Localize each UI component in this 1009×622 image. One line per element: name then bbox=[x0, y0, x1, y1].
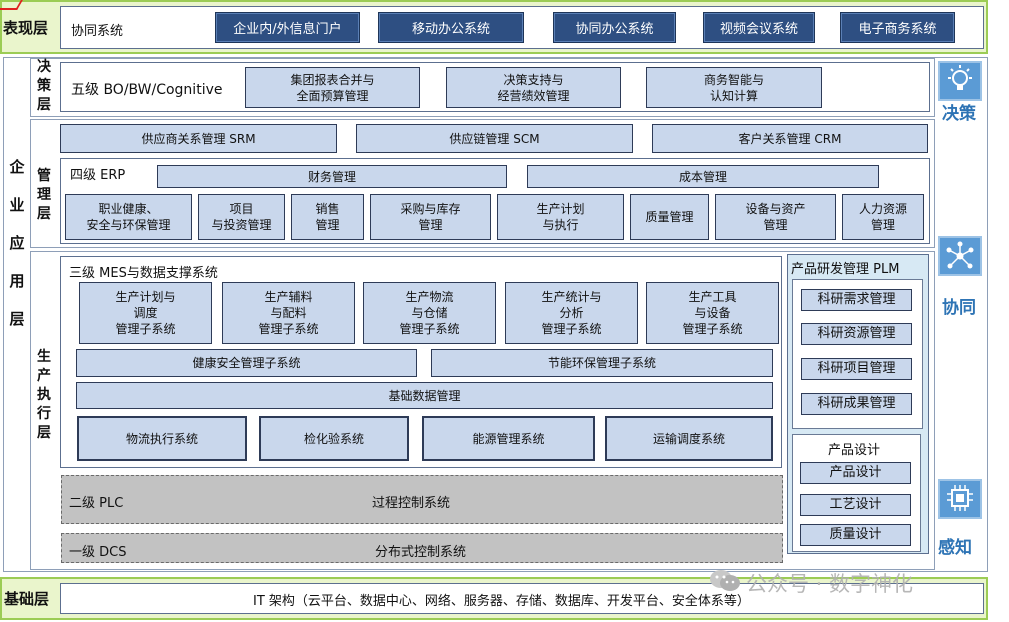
management-layer-label: 管 理 层 bbox=[37, 168, 51, 222]
perception-side-label: 感知 bbox=[938, 538, 972, 558]
collaboration-network-icon bbox=[938, 236, 982, 276]
mes-subsystem-1: 生产计划与 调度 管理子系统 bbox=[79, 282, 212, 344]
srm-box: 供应商关系管理 SRM bbox=[60, 124, 337, 153]
decision-item-2: 决策支持与 经营绩效管理 bbox=[446, 67, 621, 108]
bottom-system-3: 能源管理系统 bbox=[422, 416, 595, 461]
collab-system-label: 协同系统 bbox=[71, 24, 124, 39]
plm-item-4: 科研成果管理 bbox=[801, 393, 912, 415]
portal-box-4: 视频会议系统 bbox=[703, 12, 815, 43]
enterprise-app-label: 企 业 应 用 层 bbox=[9, 158, 25, 328]
decision-side-label: 决策 bbox=[942, 104, 976, 124]
presentation-layer-label: 表现层 bbox=[3, 19, 49, 37]
energy-env-box: 节能环保管理子系统 bbox=[431, 349, 773, 377]
foundation-panel bbox=[60, 583, 984, 614]
plc-level-label: 二级 PLC bbox=[69, 496, 124, 511]
mes-subsystem-3: 生产物流 与仓储 管理子系统 bbox=[363, 282, 496, 344]
design-item-2: 工艺设计 bbox=[800, 494, 911, 516]
plc-band bbox=[61, 475, 783, 524]
plm-item-1: 科研需求管理 bbox=[801, 289, 912, 311]
decision-item-3: 商务智能与 认知计算 bbox=[646, 67, 822, 108]
base-data-box: 基础数据管理 bbox=[76, 382, 773, 409]
mes-subsystem-4: 生产统计与 分析 管理子系统 bbox=[505, 282, 638, 344]
cost-group: 成本管理 bbox=[527, 165, 879, 188]
plm-title: 产品研发管理 PLM bbox=[791, 262, 900, 277]
wechat-logo-icon bbox=[708, 568, 742, 594]
bottom-system-4: 运输调度系统 bbox=[605, 416, 773, 461]
collaboration-side-label: 协同 bbox=[942, 298, 976, 318]
finance-group: 财务管理 bbox=[157, 165, 507, 188]
plm-item-3: 科研项目管理 bbox=[801, 358, 912, 380]
plm-item-2: 科研资源管理 bbox=[801, 323, 912, 345]
erp-item-8: 人力资源 管理 bbox=[842, 194, 924, 240]
erp-level-label: 四级 ERP bbox=[70, 168, 126, 183]
mes-subsystem-2: 生产辅料 与配料 管理子系统 bbox=[222, 282, 355, 344]
portal-box-5: 电子商务系统 bbox=[840, 12, 955, 43]
portal-box-1: 企业内/外信息门户 bbox=[215, 12, 360, 43]
erp-item-4: 采购与库存 管理 bbox=[370, 194, 491, 240]
production-layer-label: 生 产 执 行 层 bbox=[37, 349, 51, 441]
decision-level-label: 五级 BO/BW/Cognitive bbox=[71, 82, 223, 98]
bottom-system-2: 检化验系统 bbox=[259, 416, 409, 461]
plc-system-label: 过程控制系统 bbox=[372, 496, 451, 511]
erp-item-5: 生产计划 与执行 bbox=[497, 194, 624, 240]
dcs-band bbox=[61, 533, 783, 563]
bottom-system-1: 物流执行系统 bbox=[77, 416, 247, 461]
erp-item-1: 职业健康、 安全与环保管理 bbox=[65, 194, 192, 240]
design-title: 产品设计 bbox=[828, 443, 881, 458]
mes-subsystem-5: 生产工具 与设备 管理子系统 bbox=[646, 282, 779, 344]
watermark-text: 公众号 · 数字神化 bbox=[746, 572, 914, 596]
decision-item-1: 集团报表合并与 全面预算管理 bbox=[245, 67, 420, 108]
foundation-label: 基础层 bbox=[4, 590, 50, 608]
mes-level-label: 三级 MES与数据支撑系统 bbox=[69, 266, 218, 281]
health-safety-box: 健康安全管理子系统 bbox=[76, 349, 417, 377]
portal-box-3: 协同办公系统 bbox=[553, 12, 676, 43]
crm-box: 客户关系管理 CRM bbox=[652, 124, 928, 153]
decision-layer-label: 决 策 层 bbox=[37, 59, 51, 113]
erp-item-3: 销售 管理 bbox=[291, 194, 364, 240]
design-item-1: 产品设计 bbox=[800, 462, 911, 484]
erp-item-2: 项目 与投资管理 bbox=[198, 194, 285, 240]
dcs-level-label: 一级 DCS bbox=[69, 545, 127, 560]
dcs-system-label: 分布式控制系统 bbox=[375, 545, 467, 560]
portal-box-2: 移动办公系统 bbox=[378, 12, 524, 43]
decision-lightbulb-icon bbox=[938, 61, 982, 101]
erp-item-6: 质量管理 bbox=[630, 194, 709, 240]
scm-box: 供应链管理 SCM bbox=[356, 124, 633, 153]
design-item-3: 质量设计 bbox=[800, 524, 911, 546]
erp-item-7: 设备与资产 管理 bbox=[715, 194, 836, 240]
foundation-text: IT 架构（云平台、数据中心、网络、服务器、存储、数据库、开发平台、安全体系等） bbox=[253, 594, 750, 609]
perception-chip-icon bbox=[938, 479, 982, 519]
